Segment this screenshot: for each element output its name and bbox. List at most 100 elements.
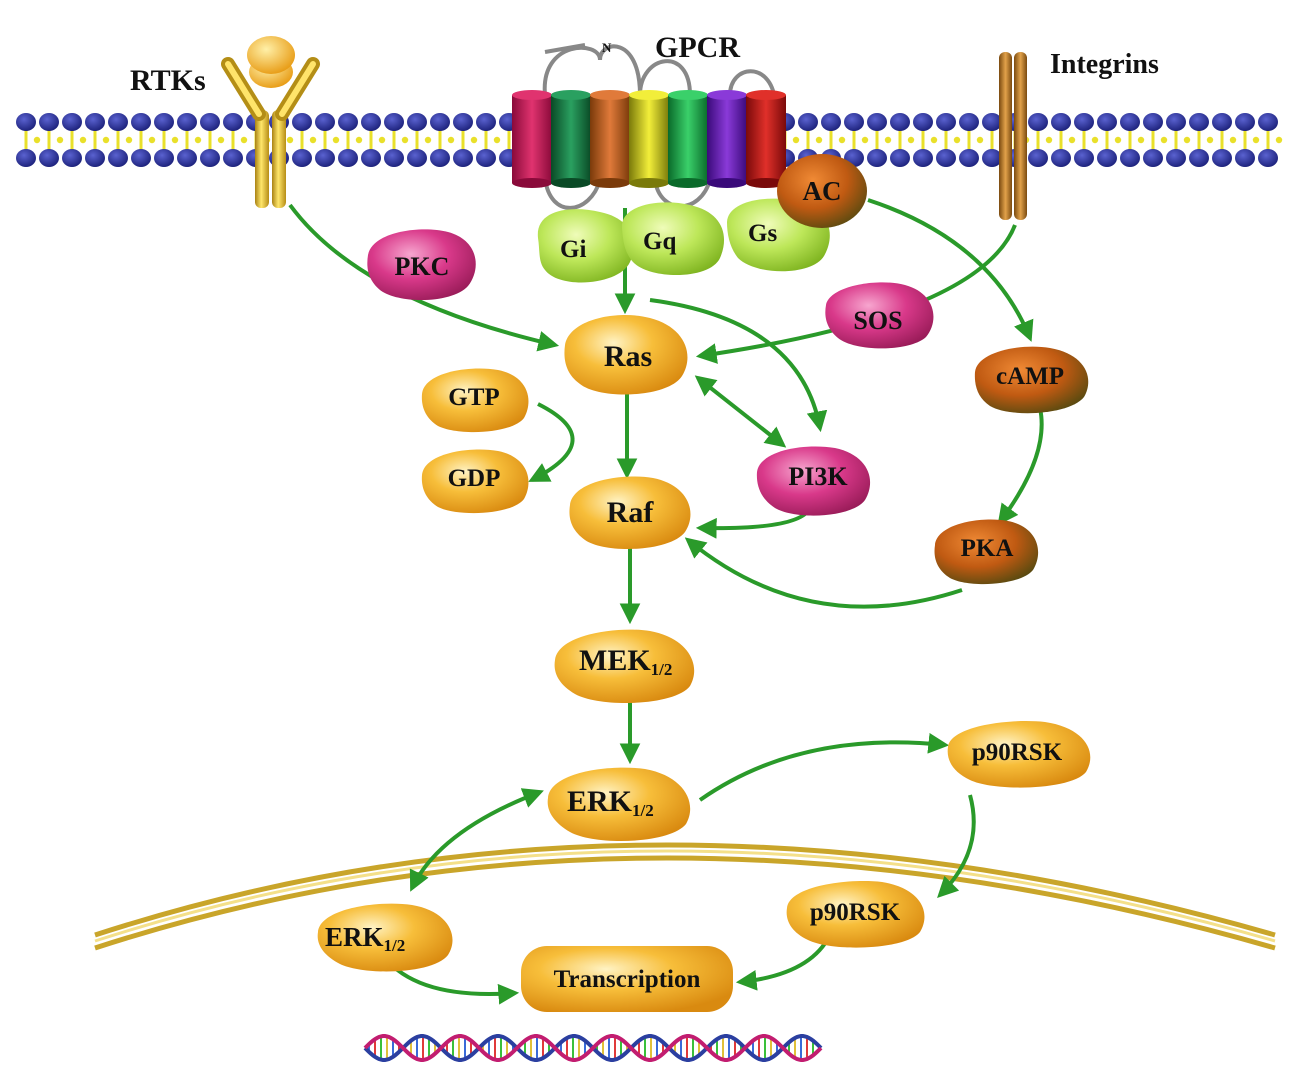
lipid-head-inner — [1166, 149, 1186, 167]
lipid-head-inner — [453, 149, 473, 167]
lipid-head-outer — [798, 113, 818, 131]
gpcr-helix — [629, 95, 669, 183]
lipid-head-outer — [1051, 113, 1071, 131]
pi3k-label: PI3K — [788, 462, 848, 491]
gtp-node: GTP — [421, 368, 529, 433]
lipid-tail-dot — [1229, 136, 1237, 144]
lipid-tail-dot — [79, 136, 87, 144]
gpcr-helix-top — [668, 90, 708, 100]
lipid-tail-dot — [240, 136, 248, 144]
lipid-tail-dot — [838, 136, 846, 144]
arrow-ras-pi3k-bidirectional — [694, 375, 787, 448]
lipid-head-outer — [844, 113, 864, 131]
gpcr-helix-bottom — [629, 178, 669, 188]
p90rsk-nucleus-node: p90RSK — [786, 881, 925, 948]
pka-node: PKA — [934, 519, 1039, 585]
erk-nucleus-subscript: 1/2 — [384, 936, 406, 955]
lipid-head-inner — [223, 149, 243, 167]
lipid-head-inner — [1074, 149, 1094, 167]
lipid-tail-dot — [194, 136, 202, 144]
lipid-head-outer — [1189, 113, 1209, 131]
lipid-head-outer — [315, 113, 335, 131]
lipid-head-inner — [16, 149, 36, 167]
lipid-head-outer — [292, 113, 312, 131]
lipid-tail-dot — [171, 136, 179, 144]
g-protein-gq-label: Gq — [643, 228, 676, 255]
lipid-tail-dot — [953, 136, 961, 144]
lipid-tail-dot — [401, 136, 409, 144]
lipid-head-outer — [39, 113, 59, 131]
arrow-erk-to-p90rsk — [698, 732, 950, 802]
g-protein-gq — [621, 202, 725, 276]
lipid-head-outer — [223, 113, 243, 131]
lipid-tail-dot — [861, 136, 869, 144]
arrow-camp-to-pka — [997, 407, 1044, 526]
lipid-head-inner — [177, 149, 197, 167]
lipid-head-inner — [430, 149, 450, 167]
gpcr-helix-bottom — [707, 178, 747, 188]
lipid-head-inner — [39, 149, 59, 167]
lipid-head-inner — [1120, 149, 1140, 167]
integrins-label: Integrins — [1050, 49, 1159, 80]
lipid-head-outer — [16, 113, 36, 131]
lipid-head-inner — [1212, 149, 1232, 167]
lipid-tail-dot — [976, 136, 984, 144]
pkc-node: PKC — [367, 229, 476, 301]
lipid-head-outer — [384, 113, 404, 131]
lipid-tail-dot — [378, 136, 386, 144]
lipid-head-outer — [476, 113, 496, 131]
lipid-head-inner — [154, 149, 174, 167]
lipid-head-inner — [1028, 149, 1048, 167]
lipid-head-outer — [177, 113, 197, 131]
mek-node: MEK1/2 — [554, 629, 695, 704]
lipid-head-inner — [936, 149, 956, 167]
lipid-tail-dot — [217, 136, 225, 144]
lipid-tail-dot — [1068, 136, 1076, 144]
lipid-tail-dot — [930, 136, 938, 144]
pi3k-node: PI3K — [756, 446, 871, 516]
p90rsk-cytoplasm-node: p90RSK — [947, 721, 1091, 788]
lipid-tail-dot — [792, 136, 800, 144]
gpcr-helix — [707, 95, 747, 183]
gpcr-helix — [668, 95, 708, 183]
lipid-tail-dot — [1091, 136, 1099, 144]
erk-nucleus-node: ERK1/2 — [317, 903, 453, 972]
gpcr-label: GPCR — [655, 31, 740, 64]
lipid-tail-dot — [447, 136, 455, 144]
arrow-gpcr-to-pi3k — [649, 298, 828, 433]
lipid-head-outer — [200, 113, 220, 131]
transcription-label: Transcription — [554, 966, 701, 993]
lipid-head-inner — [1258, 149, 1278, 167]
gdp-label: GDP — [448, 465, 501, 492]
lipid-head-outer — [1120, 113, 1140, 131]
lipid-tail-dot — [1275, 136, 1283, 144]
lipid-head-outer — [982, 113, 1002, 131]
lipid-head-outer — [1212, 113, 1232, 131]
lipid-head-inner — [1097, 149, 1117, 167]
gpcr-helix-top — [629, 90, 669, 100]
lipid-head-inner — [913, 149, 933, 167]
nuclear-envelope — [94, 842, 1276, 951]
gpcr-helix — [551, 95, 591, 183]
lipid-head-outer — [867, 113, 887, 131]
lipid-head-outer — [407, 113, 427, 131]
lipid-tail-dot — [309, 136, 317, 144]
mek-subscript: 1/2 — [651, 660, 673, 679]
lipid-tail-dot — [56, 136, 64, 144]
lipid-tail-dot — [355, 136, 363, 144]
ras-node: Ras — [564, 315, 688, 395]
lipid-head-inner — [1143, 149, 1163, 167]
lipid-head-outer — [913, 113, 933, 131]
lipid-tail-dot — [33, 136, 41, 144]
lipid-head-inner — [200, 149, 220, 167]
lipid-tail-dot — [1206, 136, 1214, 144]
lipid-head-outer — [108, 113, 128, 131]
lipid-head-inner — [982, 149, 1002, 167]
g-protein-gi — [537, 209, 634, 283]
raf-label: Raf — [607, 496, 655, 529]
lipid-head-outer — [361, 113, 381, 131]
pka-label: PKA — [961, 535, 1014, 562]
dna-helix-icon — [363, 1034, 823, 1062]
